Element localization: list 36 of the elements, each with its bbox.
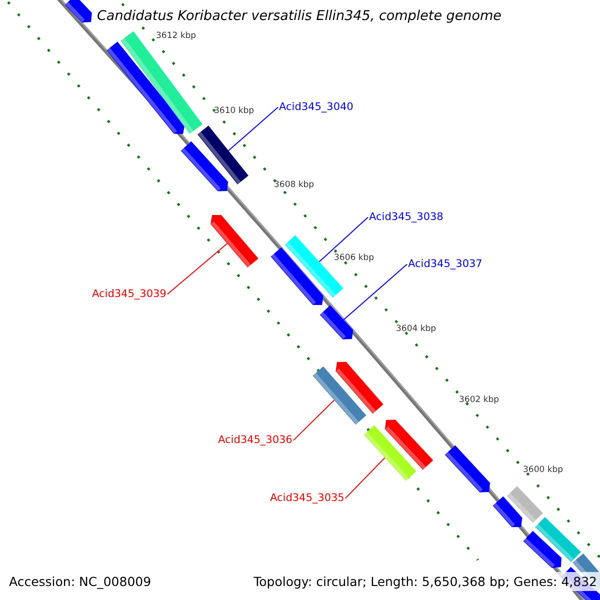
gene-feature (312, 366, 366, 425)
gene-feature (492, 496, 522, 528)
gene-feature (180, 141, 228, 192)
gene-feature (523, 530, 562, 568)
gene-feature (106, 42, 185, 134)
gene-label: Acid345_3038 (369, 211, 444, 224)
gene-label: Acid345_3037 (408, 258, 482, 271)
gene-label: Acid345_3036 (218, 434, 292, 447)
leader-line (318, 216, 368, 262)
scale-label: 3608 kbp (274, 180, 314, 190)
leader-line (292, 400, 335, 441)
scale-label: 3604 kbp (396, 324, 436, 334)
gene-label: Acid345_3035 (270, 492, 344, 505)
scale-label: 3610 kbp (214, 106, 254, 116)
gene-feature (384, 420, 434, 470)
leader-line (166, 243, 228, 295)
scale-label: 3602 kbp (459, 395, 500, 406)
gene-feature (535, 516, 581, 562)
gene-feature (364, 425, 416, 481)
leader-line (344, 457, 386, 499)
gene-feature (198, 126, 248, 184)
gene-label: Acid345_3039 (92, 288, 166, 301)
gene-feature (444, 445, 490, 492)
scale-label: 3600 kbp (523, 465, 564, 476)
leader-line (343, 264, 408, 320)
gene-feature (336, 362, 384, 414)
gene-feature (320, 305, 354, 340)
scale-label: 3606 kbp (334, 253, 374, 264)
gene-feature (270, 247, 324, 306)
gene-feature (64, 0, 92, 22)
gene-feature (506, 486, 544, 523)
leader-line (228, 106, 278, 152)
scale-label: 3612 kbp (156, 31, 196, 42)
gene-label: Acid345_3040 (279, 101, 354, 114)
gene-feature (120, 31, 202, 134)
gene-feature (210, 215, 258, 268)
